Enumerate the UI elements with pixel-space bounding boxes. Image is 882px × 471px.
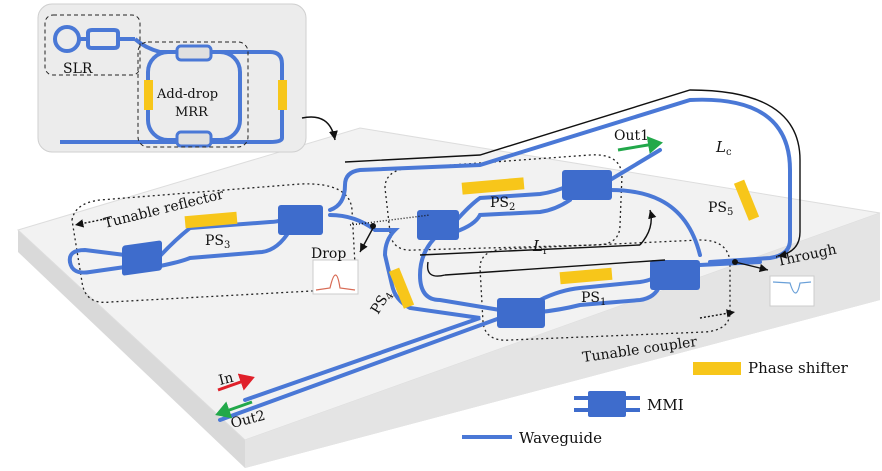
- lc-arrow: [344, 89, 801, 259]
- out2-waveguide: [218, 316, 502, 422]
- drop-label: Drop: [311, 246, 346, 262]
- legend-waveguide-label: Waveguide: [519, 429, 602, 447]
- out1-arrow: [617, 136, 663, 154]
- waveguides: [67, 97, 792, 422]
- through-pointer: [734, 261, 769, 273]
- in-label: In: [217, 370, 235, 389]
- ps5-heater: [733, 179, 760, 221]
- ring-left: [417, 228, 502, 312]
- mmi-ps3-right: [278, 205, 323, 235]
- ps3-label: PS3: [205, 233, 230, 251]
- drop-pointer: [359, 227, 374, 253]
- out2-arrow: [215, 400, 253, 419]
- inset-panel: SLR Add-drop MRR: [37, 3, 338, 153]
- through-spectrum: [769, 275, 815, 307]
- ps2-label: PS2: [490, 195, 515, 213]
- loop-left: [67, 247, 127, 264]
- ps5-label: PS5: [708, 200, 733, 218]
- lc-label: Lc: [715, 138, 732, 158]
- lr-label: Lr: [532, 237, 548, 257]
- ps2-arm-top: [453, 183, 572, 224]
- slr-box: [44, 14, 141, 76]
- ps1-label: PS1: [581, 290, 606, 308]
- out1-waveguide: [608, 148, 662, 182]
- ps1-heater: [559, 267, 613, 285]
- inset-phase-shifter-right: [278, 80, 287, 110]
- legend-mmi-swatch: [588, 391, 626, 417]
- lr-top: [419, 244, 641, 256]
- in-arrow: [217, 373, 255, 392]
- slr-label: SLR: [63, 61, 93, 77]
- mmi-ps1-right: [650, 260, 700, 290]
- lr-bottom: [444, 259, 666, 276]
- inset-pointer-arrow: [301, 116, 338, 141]
- legend-mmi-label: MMI: [647, 396, 684, 414]
- outer-bus: [328, 97, 792, 264]
- mmi-ps3-left: [122, 240, 162, 276]
- ps3-arm-bottom: [158, 228, 292, 268]
- ps4-heater: [388, 267, 415, 309]
- ring-right: [608, 188, 702, 257]
- mmi-ps2-left: [417, 210, 459, 240]
- inset-phase-shifter-left: [144, 80, 153, 110]
- mmi-blocks: [122, 170, 700, 328]
- ps2-heater: [461, 177, 525, 195]
- mmi-ps1-left: [497, 298, 545, 328]
- mrr-box: [137, 41, 249, 148]
- drop-spectrum: [312, 259, 359, 295]
- legend-phase-shifter-label: Phase shifter: [748, 359, 849, 377]
- tunable-reflector-box: [71, 183, 356, 303]
- phase-shifters: [184, 177, 760, 309]
- mrr-label-line2: MRR: [175, 105, 209, 120]
- chip-substrate: [17, 127, 881, 468]
- out1-label: Out1: [614, 128, 649, 144]
- legend-phase-shifter-swatch: [693, 362, 741, 375]
- mrr-label-line1: Add-drop: [156, 87, 218, 102]
- ps3-heater: [184, 211, 238, 229]
- mmi-ps2-right: [562, 170, 612, 200]
- annotation-arrows: [74, 89, 801, 319]
- legend: Phase shifter MMI Waveguide: [462, 359, 849, 447]
